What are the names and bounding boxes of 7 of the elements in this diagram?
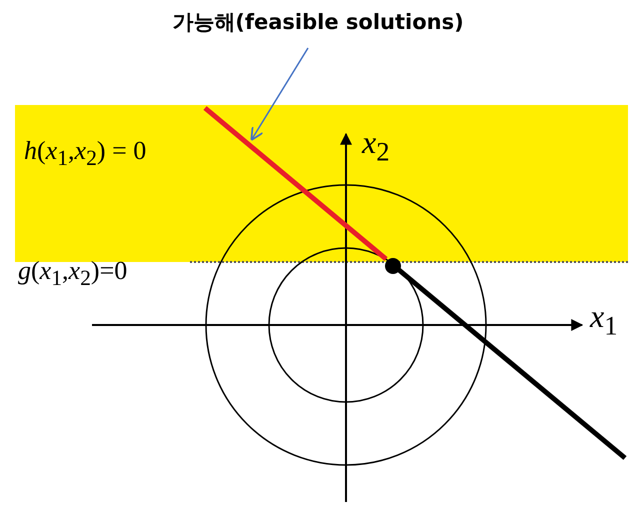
axis-label: x$_{2}$ xyxy=(362,126,390,166)
constraint-equation: g(x$_{1}$,x$_{2}$)=0 xyxy=(18,258,128,290)
constraint-equation: h(x$_{1}$,x$_{2}$) = 0 xyxy=(24,138,146,170)
feasible-segment xyxy=(203,106,388,261)
axis-label: x$_{1}$ xyxy=(590,300,618,340)
leader-arrow xyxy=(250,48,309,141)
title-text: 가능해(feasible solutions) xyxy=(0,8,636,36)
